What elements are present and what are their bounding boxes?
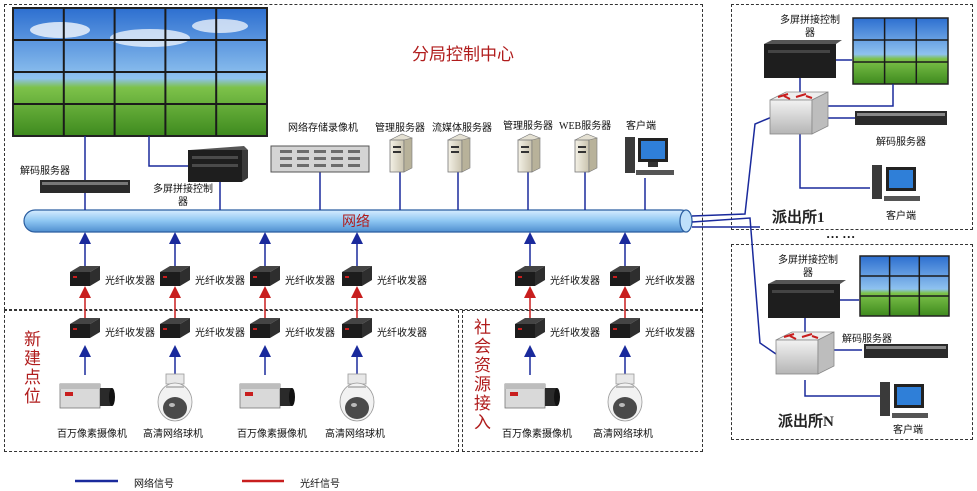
web-server-label: WEB服务器 (559, 121, 612, 132)
station-1-region (731, 4, 973, 230)
station-1-decoder-label: 解码服务器 (876, 137, 926, 148)
fiber-transceiver-label: 光纤收发器 (550, 328, 600, 339)
client-pc-icon (625, 137, 674, 175)
control-center-region (4, 4, 703, 310)
social-resource-region (462, 310, 703, 452)
social-resource-label: 社会资源接入 (471, 318, 490, 432)
management-server-2-icon (517, 133, 541, 173)
station-ellipsis: … … (826, 226, 856, 241)
fiber-transceiver-icon (610, 266, 640, 286)
station-n-matrix-label: 多屏拼接控制器 (778, 255, 838, 279)
matrix-controller-icon (188, 146, 248, 182)
network-label: 网络 (342, 215, 370, 230)
station-n-title: 派出所N (778, 414, 834, 430)
fiber-transceiver-label: 光纤收发器 (285, 276, 335, 287)
station-n-client-icon (880, 382, 928, 418)
megapixel-camera-label: 百万像素摄像机 (57, 429, 127, 440)
matrix-label: 多屏拼接控制器 (153, 184, 213, 208)
top-connectors (84, 136, 646, 210)
station-1-client-label: 客户端 (886, 211, 916, 222)
station-links (691, 116, 777, 355)
station-n-client-label: 客户端 (893, 425, 923, 436)
fiber-transceiver-icon (342, 266, 372, 286)
fiber-transceiver-label: 光纤收发器 (195, 328, 245, 339)
station-1-title: 派出所1 (772, 210, 825, 226)
fiber-transceiver-label: 光纤收发器 (377, 276, 427, 287)
video-wall (12, 7, 268, 137)
station-n-devices (768, 255, 950, 418)
fiber-transceiver-icon (515, 266, 545, 286)
stream-server-label: 流媒体服务器 (432, 123, 492, 134)
new-site-region (4, 310, 459, 452)
mgmt-server-2-label: 管理服务器 (503, 121, 553, 132)
fiber-transceiver-label: 光纤收发器 (645, 276, 695, 287)
mgmt-server-label: 管理服务器 (375, 123, 425, 134)
station-1-client-icon (872, 165, 920, 201)
control-center-title: 分局控制中心 (412, 45, 514, 64)
streaming-server-icon (447, 133, 471, 173)
station-n-switch-icon (775, 331, 835, 375)
station-n-region (731, 244, 973, 440)
nvr-icon (270, 145, 370, 173)
station-1-matrix-label: 多屏拼接控制器 (780, 15, 840, 39)
management-server-icon (389, 133, 413, 173)
fiber-transceiver-label: 光纤收发器 (105, 276, 155, 287)
megapixel-camera-label: 百万像素摄像机 (502, 429, 572, 440)
station-n-decoder-icon (864, 344, 948, 358)
station-1-decoder-icon (855, 111, 947, 125)
station-1-matrix-controller-icon (764, 40, 842, 78)
web-server-icon (574, 133, 598, 173)
fiber-transceiver-label: 光纤收发器 (105, 328, 155, 339)
station-1-video-wall (852, 17, 949, 85)
station-1-devices (764, 17, 949, 201)
fiber-transceiver-label: 光纤收发器 (285, 328, 335, 339)
megapixel-camera-icon (504, 383, 560, 409)
fiber-transceiver-icon (160, 266, 190, 286)
fiber-transceivers (70, 266, 640, 338)
fiber-transceiver-icon (515, 318, 545, 338)
new-site-label: 新建点位 (21, 330, 40, 406)
legend-fiber-label: 光纤信号 (300, 479, 340, 490)
fiber-transceiver-icon (160, 318, 190, 338)
fiber-links (79, 232, 631, 375)
nvr-label: 网络存储录像机 (288, 123, 358, 134)
client-label: 客户端 (626, 121, 656, 132)
station-n-matrix-controller-icon (768, 280, 846, 318)
legend-network-label: 网络信号 (134, 479, 174, 490)
network-backbone (23, 209, 693, 233)
station-1-switch-icon (769, 91, 829, 135)
hd-dome-camera-label: 高清网络球机 (325, 429, 385, 440)
decoder-label: 解码服务器 (20, 166, 70, 177)
station-n-video-wall (859, 255, 950, 317)
fiber-transceiver-icon (250, 318, 280, 338)
megapixel-camera-label: 百万像素摄像机 (237, 429, 307, 440)
station-n-decoder-label: 解码服务器 (842, 334, 892, 345)
hd-dome-camera-icon (607, 373, 643, 422)
fiber-transceiver-label: 光纤收发器 (377, 328, 427, 339)
decoder-server-icon (40, 180, 130, 193)
fiber-transceiver-icon (250, 266, 280, 286)
fiber-transceiver-icon (70, 266, 100, 286)
cameras (59, 373, 643, 422)
megapixel-camera-icon (239, 383, 295, 409)
hd-dome-camera-icon (339, 373, 375, 422)
fiber-transceiver-icon (610, 318, 640, 338)
hd-dome-camera-label: 高清网络球机 (143, 429, 203, 440)
fiber-transceiver-label: 光纤收发器 (195, 276, 245, 287)
fiber-transceiver-label: 光纤收发器 (550, 276, 600, 287)
hd-dome-camera-label: 高清网络球机 (593, 429, 653, 440)
fiber-transceiver-icon (70, 318, 100, 338)
fiber-transceiver-label: 光纤收发器 (645, 328, 695, 339)
fiber-transceiver-icon (342, 318, 372, 338)
hd-dome-camera-icon (157, 373, 193, 422)
megapixel-camera-icon (59, 383, 115, 409)
